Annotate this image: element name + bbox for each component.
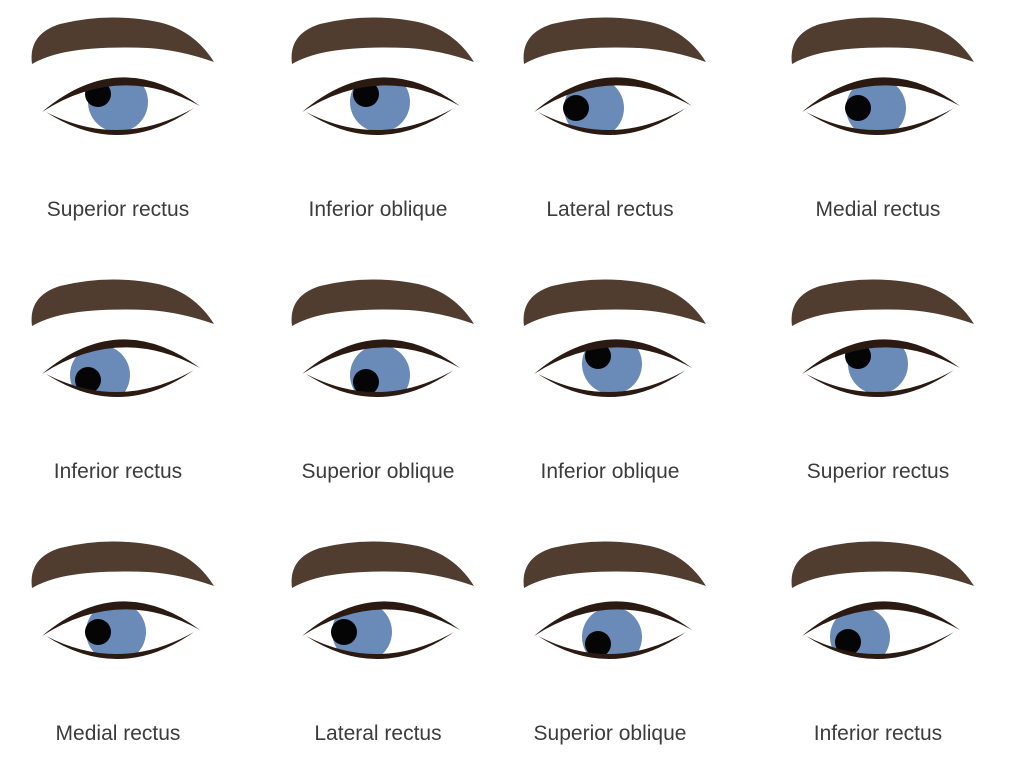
eyebrow bbox=[523, 279, 706, 326]
pupil bbox=[85, 619, 111, 645]
eye-illustration bbox=[523, 541, 706, 660]
upper-eyelid bbox=[802, 601, 960, 636]
eye-figure: Superior oblique bbox=[268, 270, 488, 520]
upper-eyelid bbox=[42, 339, 200, 374]
lower-eyelid bbox=[306, 632, 454, 660]
eye-illustration bbox=[291, 17, 474, 136]
eye-illustration bbox=[523, 279, 706, 398]
lower-eyelid bbox=[538, 370, 686, 398]
eye-illustration bbox=[791, 279, 974, 398]
lower-eyelid bbox=[306, 108, 454, 136]
eye-figure: Inferior rectus bbox=[8, 270, 228, 520]
eyebrow bbox=[791, 279, 974, 326]
muscle-label: Superior oblique bbox=[533, 722, 687, 745]
muscle-label: Inferior rectus bbox=[53, 460, 183, 483]
eye-illustration bbox=[291, 279, 474, 398]
pupil bbox=[835, 629, 861, 655]
lower-eyelid bbox=[46, 632, 194, 660]
pupil bbox=[845, 95, 871, 121]
eye-figure: Medial rectus bbox=[8, 532, 228, 782]
eyebrow bbox=[791, 17, 974, 64]
lower-eyelid bbox=[806, 108, 954, 136]
eye-figure: Inferior rectus bbox=[768, 532, 988, 782]
lower-eyelid bbox=[46, 370, 194, 398]
pupil bbox=[331, 619, 357, 645]
eyebrow bbox=[291, 17, 474, 64]
muscle-label: Medial rectus bbox=[55, 722, 181, 745]
upper-eyelid bbox=[534, 601, 692, 636]
lower-eyelid bbox=[538, 632, 686, 660]
eye-figure: Medial rectus bbox=[768, 8, 988, 258]
muscle-label: Superior oblique bbox=[301, 460, 455, 483]
iris bbox=[846, 83, 906, 135]
lower-eyelid bbox=[538, 108, 686, 136]
muscle-label: Inferior rectus bbox=[813, 722, 943, 745]
iris bbox=[564, 83, 624, 135]
eye-illustration bbox=[291, 541, 474, 660]
upper-eyelid bbox=[42, 601, 200, 636]
pupil bbox=[75, 367, 101, 393]
upper-eyelid bbox=[534, 339, 692, 374]
lower-eyelid bbox=[806, 370, 954, 398]
eye-figure: Inferior oblique bbox=[500, 270, 720, 520]
eye-figure: Inferior oblique bbox=[268, 8, 488, 258]
pupil bbox=[353, 369, 379, 395]
muscle-label: Inferior oblique bbox=[308, 198, 448, 221]
muscle-label: Lateral rectus bbox=[546, 198, 674, 221]
muscle-label: Inferior oblique bbox=[540, 460, 680, 483]
pupil bbox=[563, 95, 589, 121]
eyebrow bbox=[523, 17, 706, 64]
muscle-label: Superior rectus bbox=[46, 198, 190, 221]
eye-illustration bbox=[31, 541, 214, 660]
upper-eyelid bbox=[802, 77, 960, 112]
iris bbox=[86, 607, 146, 659]
eye-figure: Superior rectus bbox=[8, 8, 228, 258]
lower-eyelid bbox=[806, 632, 954, 660]
lower-eyelid bbox=[306, 370, 454, 398]
eyebrow bbox=[791, 541, 974, 588]
upper-eyelid bbox=[302, 339, 460, 374]
upper-eyelid bbox=[302, 601, 460, 636]
upper-eyelid bbox=[302, 77, 460, 112]
eyebrow bbox=[291, 279, 474, 326]
eye-illustration bbox=[31, 279, 214, 398]
eye-figure: Superior oblique bbox=[500, 532, 720, 782]
muscle-label: Medial rectus bbox=[815, 198, 941, 221]
eye-figure: Superior rectus bbox=[768, 270, 988, 520]
eye-illustration bbox=[791, 541, 974, 660]
eyebrow bbox=[31, 17, 214, 64]
eye-illustration bbox=[791, 17, 974, 136]
eye-figure: Lateral rectus bbox=[268, 532, 488, 782]
eye-illustration bbox=[523, 17, 706, 136]
muscle-label: Lateral rectus bbox=[314, 722, 442, 745]
upper-eyelid bbox=[802, 339, 960, 374]
upper-eyelid bbox=[42, 77, 200, 112]
lower-eyelid bbox=[46, 108, 194, 136]
eyebrow bbox=[523, 541, 706, 588]
muscle-label: Superior rectus bbox=[806, 460, 950, 483]
eyebrow bbox=[31, 541, 214, 588]
eyebrow bbox=[291, 541, 474, 588]
eye-figure: Lateral rectus bbox=[500, 8, 720, 258]
upper-eyelid bbox=[534, 77, 692, 112]
pupil bbox=[585, 631, 611, 657]
iris bbox=[332, 607, 392, 659]
eyebrow bbox=[31, 279, 214, 326]
eye-illustration bbox=[31, 17, 214, 136]
